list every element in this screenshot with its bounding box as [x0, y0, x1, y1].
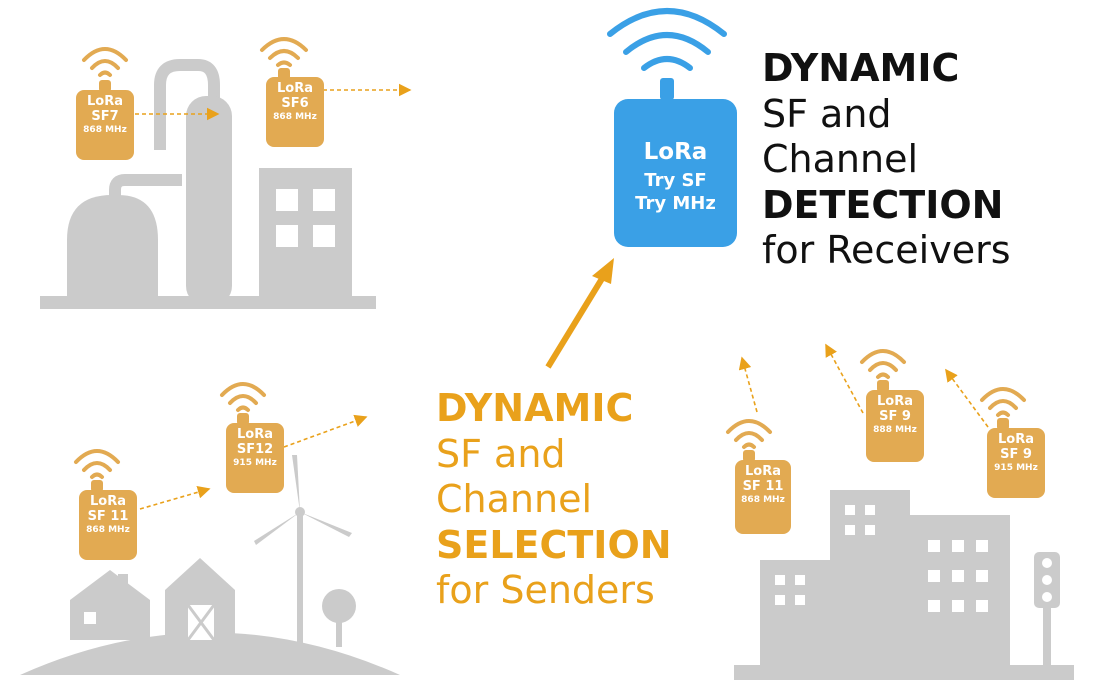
receivers-title-dynamic: DYNAMIC [762, 46, 960, 90]
node-frequency: 868 MHz [741, 494, 785, 505]
node-sf: SF 9 [1000, 446, 1032, 462]
factory-silhouette [40, 59, 376, 309]
lora-node-city-right: LoRa SF 9 915 MHz [987, 428, 1045, 498]
receivers-title-for: for Receivers [762, 228, 1011, 273]
lora-node-city-mid: LoRa SF 9 888 MHz [866, 390, 924, 462]
lora-receiver-hub: LoRa Try SF Try MHz [614, 99, 737, 247]
senders-title-selection: SELECTION [436, 522, 672, 567]
node-sf: SF 11 [742, 478, 784, 494]
dashed-arrows [135, 83, 989, 510]
senders-title: DYNAMIC SF and Channel SELECTION for Sen… [436, 386, 672, 614]
senders-title-for: for Senders [436, 568, 655, 613]
node-frequency: 915 MHz [233, 457, 277, 468]
farm-silhouette [20, 455, 400, 675]
node-label: LoRa [90, 494, 126, 509]
lora-node-factory-left: LoRa SF7 868 MHz [76, 90, 134, 160]
node-frequency: 888 MHz [873, 424, 917, 435]
node-label: LoRa [745, 464, 781, 479]
receivers-title-channel: Channel [762, 137, 919, 182]
node-label: LoRa [87, 94, 123, 109]
receivers-title-detection: DETECTION [762, 182, 1004, 227]
node-frequency: 915 MHz [994, 462, 1038, 473]
node-sf: SF6 [281, 95, 309, 111]
node-label: LoRa [277, 81, 313, 96]
node-frequency: 868 MHz [83, 124, 127, 135]
main-arrow [545, 275, 606, 369]
receivers-title-sf: SF and [762, 91, 892, 136]
node-sf: SF12 [236, 441, 274, 457]
node-sf: SF 9 [879, 408, 911, 424]
node-antennas [91, 68, 1009, 492]
hub-try-sf: Try SF [644, 170, 707, 191]
node-sf: SF7 [91, 108, 119, 124]
senders-title-dynamic: DYNAMIC [436, 386, 634, 430]
node-wifi-icons [74, 37, 1026, 479]
lora-node-factory-right: LoRa SF6 868 MHz [266, 77, 324, 147]
lora-node-farm-right: LoRa SF12 915 MHz [226, 423, 284, 493]
hub-wifi-icon [607, 8, 727, 100]
hub-try-mhz: Try MHz [635, 193, 716, 215]
node-frequency: 868 MHz [273, 111, 317, 122]
node-label: LoRa [998, 432, 1034, 447]
lora-node-city-left: LoRa SF 11 868 MHz [735, 460, 791, 534]
hub-label: LoRa [643, 139, 708, 165]
senders-title-sf: SF and [436, 431, 566, 476]
node-label: LoRa [237, 427, 273, 442]
node-sf: SF 11 [87, 508, 129, 524]
node-label: LoRa [877, 394, 913, 409]
receivers-title: DYNAMIC SF and Channel DETECTION for Rec… [762, 46, 1011, 274]
main-arrow-head [592, 258, 614, 284]
node-frequency: 868 MHz [86, 524, 130, 535]
city-silhouette [734, 490, 1074, 680]
lora-node-farm-left: LoRa SF 11 868 MHz [79, 490, 137, 560]
senders-title-channel: Channel [436, 477, 593, 522]
